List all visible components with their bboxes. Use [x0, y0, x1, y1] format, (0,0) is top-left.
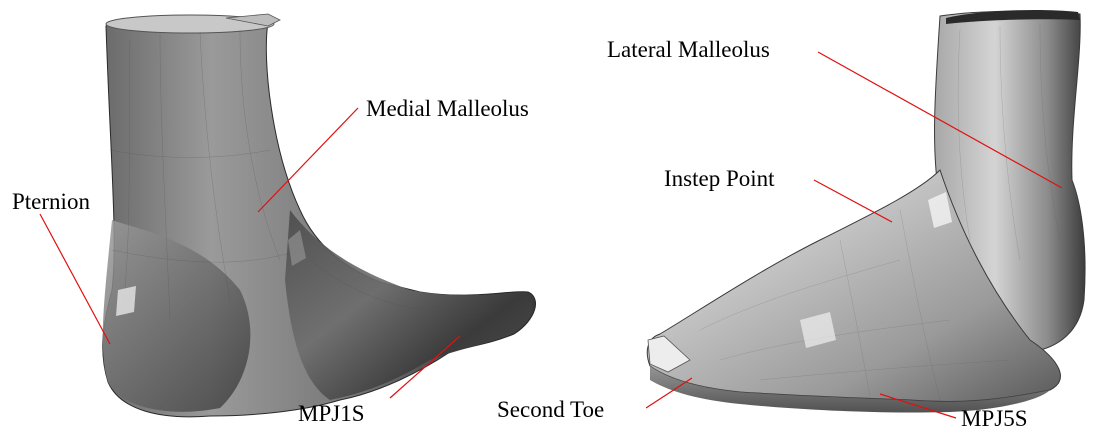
leader-line-pternion — [40, 214, 110, 344]
label-mpj5s: MPJ5S — [961, 407, 1027, 430]
label-mpj1s: MPJ1S — [298, 402, 364, 425]
label-second-toe: Second Toe — [497, 398, 604, 421]
label-medial-malleolus: Medial Malleolus — [366, 97, 529, 120]
label-lateral-malleolus: Lateral Malleolus — [607, 38, 770, 61]
left-foot-model — [103, 14, 536, 417]
leader-line-instep-point — [814, 180, 892, 222]
label-instep-point: Instep Point — [664, 167, 775, 190]
right-foot-model — [647, 10, 1085, 413]
label-pternion: Pternion — [12, 190, 90, 213]
